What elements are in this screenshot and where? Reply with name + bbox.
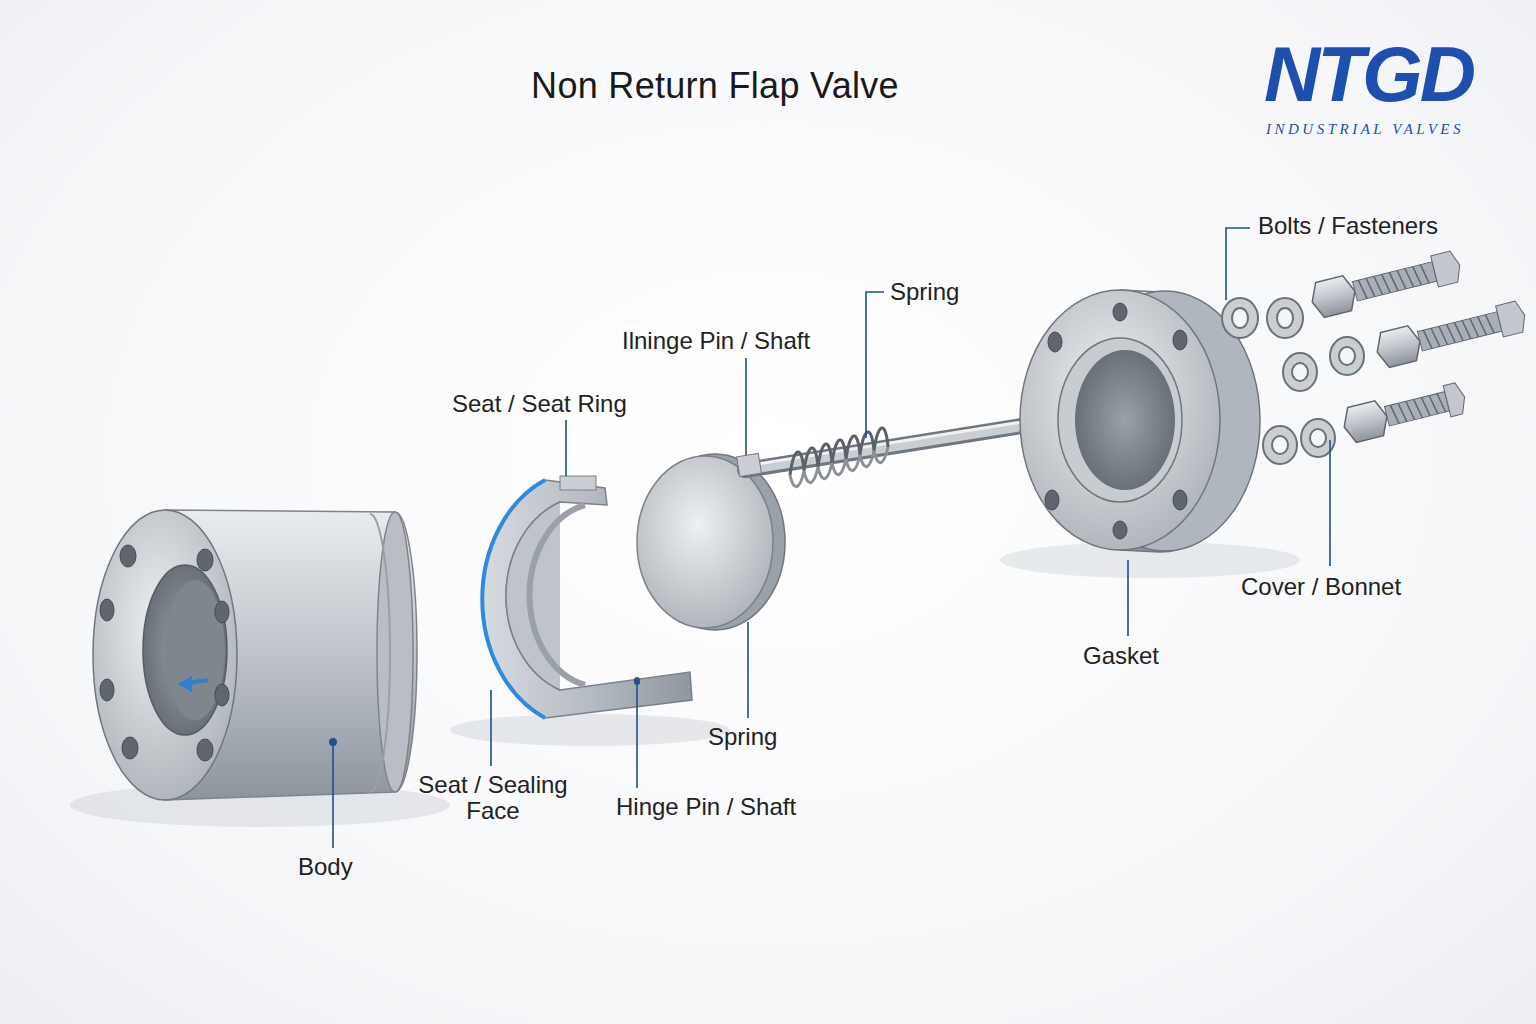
illustration-part (1045, 303, 1187, 539)
illustration-part (1310, 429, 1326, 447)
illustration-part (1173, 490, 1187, 510)
illustration-part (1173, 330, 1187, 350)
part-label: Ilninge Pin / Shaft (622, 328, 810, 354)
leader-lines (333, 228, 1330, 848)
valve-body (93, 510, 417, 800)
illustration-part (215, 684, 229, 706)
part-label: Spring (890, 279, 959, 305)
illustration-part (1373, 298, 1529, 370)
illustration-part (1020, 290, 1220, 550)
illustration-part (634, 679, 640, 685)
brand-logo: NTGD (1264, 32, 1473, 118)
illustration-part (1267, 298, 1303, 338)
illustration-part (1431, 250, 1464, 287)
illustration-part (530, 505, 585, 685)
illustration-part (215, 601, 229, 623)
part-label: Hinge Pin / Shaft (616, 794, 796, 820)
illustration-part (197, 739, 213, 761)
illustration-part (165, 510, 417, 800)
illustration-part (1277, 308, 1293, 328)
illustration-part (1283, 353, 1317, 391)
illustration-part (1418, 312, 1502, 351)
illustration-part (100, 599, 114, 621)
illustration-part (1075, 350, 1175, 490)
illustration-part (120, 545, 136, 567)
illustration-part (490, 690, 492, 766)
illustration-part (1308, 274, 1359, 320)
illustration-part (1263, 426, 1297, 464)
illustration-part (178, 676, 192, 692)
part-label: Gasket (1083, 643, 1159, 669)
part-label: Body (298, 854, 353, 880)
cover-flange (1020, 290, 1260, 552)
illustration-part (1226, 228, 1250, 300)
part-label: Spring (708, 724, 777, 750)
illustration-part (122, 737, 138, 759)
illustration-part (1443, 381, 1468, 416)
illustration-part (1330, 337, 1364, 375)
illustration-part (1272, 436, 1288, 454)
illustration-part (1390, 393, 1445, 425)
spring-coil (790, 428, 888, 487)
illustration-part (1373, 324, 1424, 370)
washers (1222, 298, 1364, 464)
illustration-part (450, 714, 730, 746)
illustration-part (636, 682, 638, 788)
illustration-part (1045, 490, 1059, 510)
illustration-part (1308, 248, 1464, 320)
part-label: Bolts / Fasteners (1258, 213, 1438, 239)
part-label: Seat / Sealing Face (398, 772, 588, 825)
illustration-part (1232, 308, 1248, 328)
illustration-part (1340, 399, 1391, 445)
illustration-part (866, 292, 884, 438)
illustration-part (747, 622, 749, 718)
illustration-part (197, 549, 213, 571)
illustration-part (329, 738, 337, 746)
brand-tagline: INDUSTRIAL VALVES (1266, 121, 1464, 138)
illustration-part (1292, 363, 1308, 381)
illustration-part (1339, 347, 1355, 365)
illustration-part (1385, 392, 1450, 426)
illustration-part (332, 742, 334, 848)
illustration-part (560, 476, 596, 490)
illustration-part (100, 545, 229, 761)
illustration-part (790, 447, 888, 487)
flap-disc (637, 454, 785, 630)
leader-dots (329, 679, 640, 746)
illustration-part (1329, 440, 1331, 566)
illustration-part (1048, 332, 1062, 352)
illustration-part (1127, 560, 1129, 636)
illustration-part (1353, 262, 1437, 301)
illustration-part (745, 358, 747, 455)
illustration-part (1358, 264, 1429, 300)
illustration-part (1058, 338, 1182, 502)
bolts (1308, 248, 1529, 445)
illustration-part (1113, 521, 1127, 539)
illustration-part (377, 512, 413, 792)
part-label: Cover / Bonnet (1241, 574, 1401, 600)
part-label: Seat / Seat Ring (452, 391, 627, 417)
illustration-part (370, 514, 390, 792)
illustration-part (93, 510, 237, 800)
illustration-part (1423, 314, 1494, 350)
illustration-part (1222, 298, 1258, 338)
illustration-part (565, 420, 567, 476)
illustration-part (737, 453, 762, 476)
illustration-part (637, 456, 773, 628)
illustration-part (1496, 300, 1529, 337)
illustration-part (1340, 379, 1469, 444)
illustration-part (100, 679, 114, 701)
diagram-title: Non Return Flap Valve (531, 66, 899, 106)
illustration-part (1113, 303, 1127, 321)
illustration-part (143, 565, 227, 735)
